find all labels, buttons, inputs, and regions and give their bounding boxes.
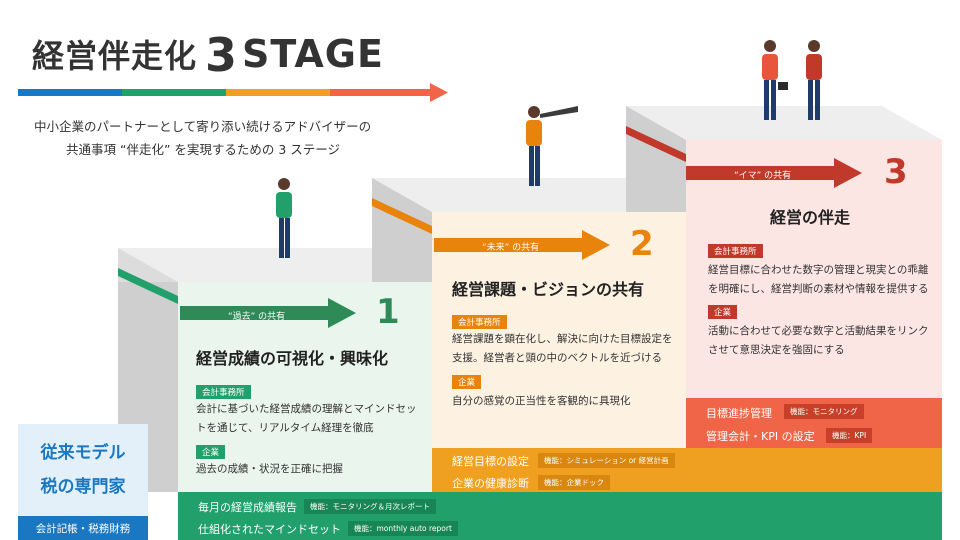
stage2-accountant-label: 会計事務所 [452, 315, 507, 329]
stage2-band-func-1: 機能：シミュレーション or 経営計画 [538, 453, 675, 468]
stage2-number: 2 [630, 224, 654, 264]
stage1-heading: 経営成績の可視化・興味化 [196, 349, 389, 368]
subtitle-line-1: 中小企業のパートナーとして寄り添い続けるアドバイザーの [34, 119, 372, 134]
stage1-arrow [180, 298, 356, 328]
stage3-band-item-2: 管理会計・KPI の設定 [706, 430, 815, 443]
stage1-band-func-1: 機能：モニタリング＆月次レポート [304, 499, 436, 514]
stage1-band-func-2: 機能：monthly auto report [348, 521, 458, 536]
stage3-company-label: 企業 [708, 305, 738, 319]
stage3-arrow [686, 158, 862, 188]
person-stage1-icon [276, 178, 292, 258]
stage2-heading: 経営課題・ビジョンの共有 [452, 280, 645, 299]
people-handshake-icon [762, 40, 822, 120]
base-model-footer: 会計記帳・税務財務 [35, 523, 131, 535]
stage1-band-item-1: 毎月の経営成績報告 [198, 501, 297, 514]
title-arrow [18, 83, 448, 102]
stage1-number: 1 [376, 292, 400, 332]
stage3-number: 3 [884, 152, 908, 192]
stage1-company-label: 企業 [196, 445, 226, 459]
stage3-arrow-label: “イマ” の共有 [734, 171, 792, 181]
base-model-line-1: 従来モデル [40, 443, 126, 463]
subtitle-line-2: 共通事項 “伴走化” を実現するための 3 ステージ [66, 142, 341, 157]
stage1-arrow-label: “過去” の共有 [228, 312, 286, 322]
stage3-band-func-1: 機能：モニタリング [784, 404, 864, 419]
stage2-arrow [434, 230, 610, 260]
stage2-band-item-1: 経営目標の設定 [452, 455, 529, 468]
stage3-company-text: 活動に合わせて必要な数字と活動結果をリンクさせて意思決定を強固にする [708, 325, 929, 356]
base-model-footer-bar [18, 516, 148, 540]
stage1-band-item-2: 仕組化されたマインドセット [198, 523, 341, 536]
base-model-box [18, 424, 148, 516]
stage1-accountant-label: 会計事務所 [196, 385, 251, 399]
stage2-arrow-label: “未来” の共有 [482, 243, 540, 253]
stage1-accountant-text: 会計に基づいた経営成績の理解とマインドセットを通じて、リアルタイム経理を徹底 [196, 403, 417, 434]
stage2-company-text: 自分の感覚の正当性を客観的に具現化 [452, 395, 631, 407]
stage2-band-func-2: 機能：企業ドック [538, 475, 610, 490]
stage2-accountant-text: 経営課題を顕在化し、解決に向けた目標設定を支援。経営者と頭の中のベクトルを近づけ… [452, 333, 673, 364]
stage3-accountant-label: 会計事務所 [708, 244, 763, 258]
stage3-accountant-text: 経営目標に合わせた数字の管理と現実との乖離を明確にし、経営判断の素材や情報を提供… [708, 264, 929, 295]
stage3-heading: 経営の伴走 [770, 208, 851, 227]
person-telescope-icon [526, 106, 578, 186]
stage2-band [432, 448, 942, 494]
stage2-band-item-2: 企業の健康診断 [452, 477, 529, 490]
stage3-band-func-2: 機能：KPI [826, 428, 873, 443]
base-model-line-2: 税の専門家 [40, 477, 126, 497]
stage2-company-label: 企業 [452, 375, 482, 389]
stage1-company-text: 過去の成績・状況を正確に把握 [196, 463, 343, 475]
stage3-band-item-1: 目標進捗管理 [706, 407, 772, 420]
